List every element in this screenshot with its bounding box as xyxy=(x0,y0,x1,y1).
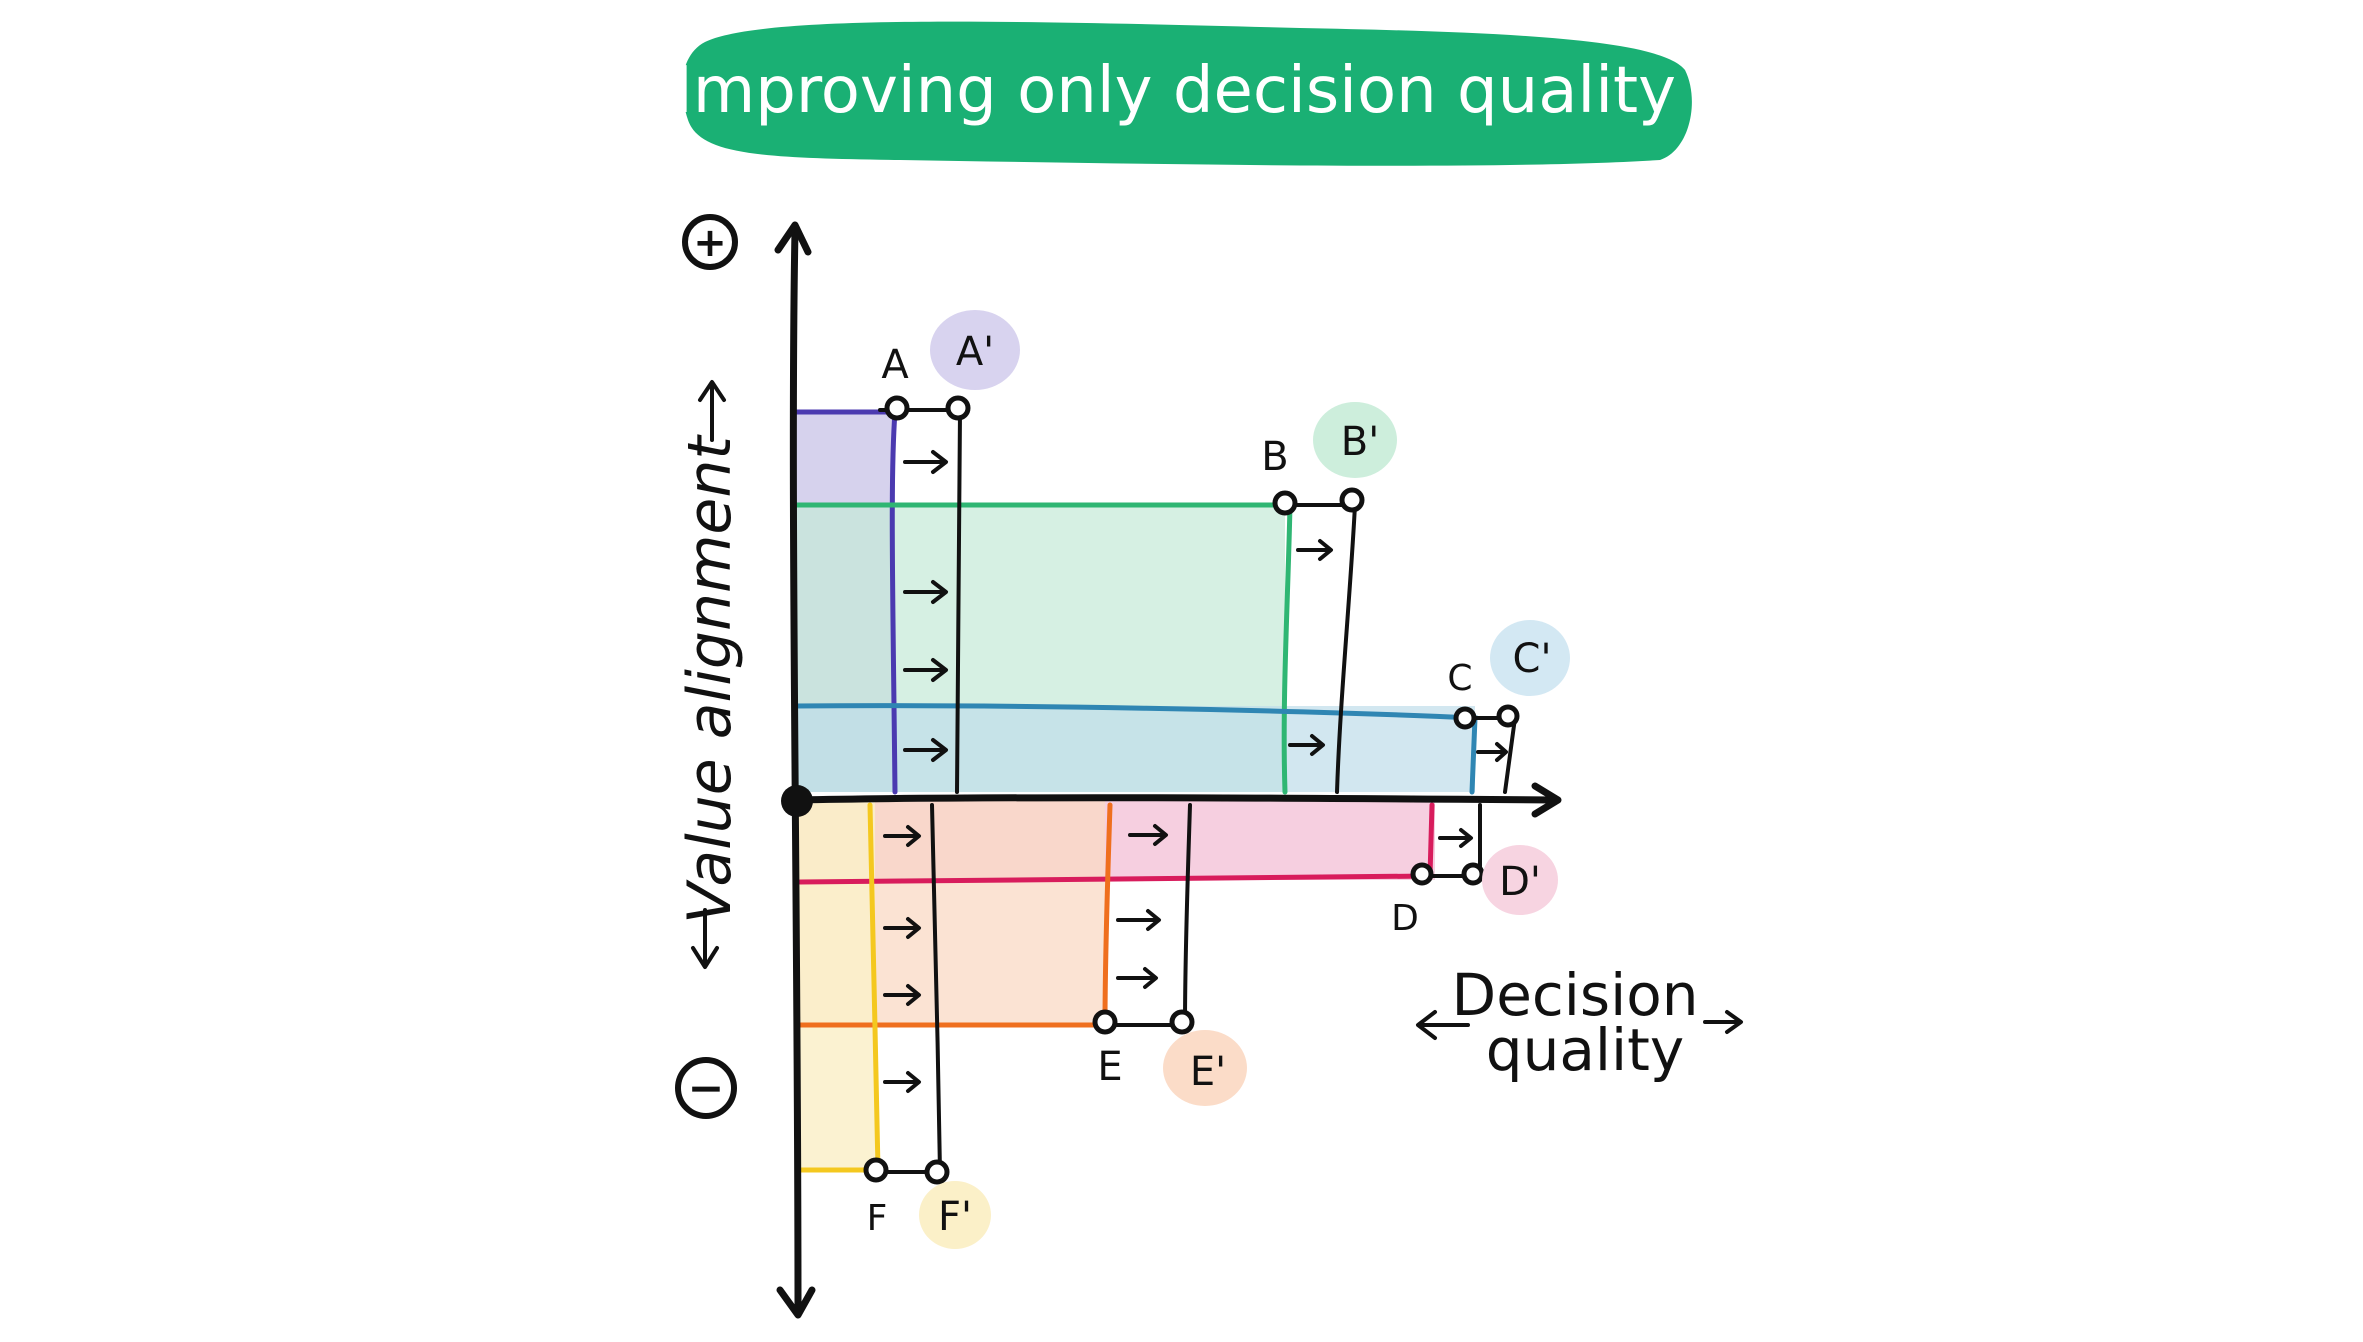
point-markers xyxy=(863,395,1520,1185)
line-b-prime xyxy=(1335,503,1357,794)
highlight-e-prime xyxy=(1163,1030,1247,1106)
line-c xyxy=(792,703,1478,795)
y-axis-arrow-bottom xyxy=(776,1286,816,1319)
point-b-prime xyxy=(1339,487,1365,513)
label-f-prime: F' xyxy=(938,1194,972,1240)
label-f: F xyxy=(867,1198,888,1239)
point-c xyxy=(1453,706,1477,730)
arrow-f-2 xyxy=(883,917,921,939)
point-d xyxy=(1410,862,1434,886)
y-label-arrow-down xyxy=(691,908,719,969)
x-label-arrow-left xyxy=(1416,1010,1470,1040)
label-b-prime: B' xyxy=(1341,419,1379,465)
arrow-a-1 xyxy=(903,450,948,474)
point-f-prime xyxy=(924,1159,950,1185)
arrow-f-1 xyxy=(883,825,921,847)
y-axis-label-group: Value alignment xyxy=(675,380,745,969)
axes xyxy=(774,221,1562,1319)
y-axis-label: Value alignment xyxy=(675,434,745,924)
arrow-f-3 xyxy=(883,984,921,1006)
highlight-f-prime xyxy=(919,1181,991,1249)
line-f xyxy=(797,802,881,1173)
arrow-a-4 xyxy=(903,738,948,762)
highlight-d-prime xyxy=(1482,845,1558,915)
arrow-e-3 xyxy=(1116,967,1158,989)
label-e: E xyxy=(1097,1044,1122,1090)
x-axis-label-group: Decision quality xyxy=(1416,961,1743,1084)
x-axis-label-line1: Decision xyxy=(1452,961,1699,1029)
line-f-prime xyxy=(930,803,942,1174)
point-f xyxy=(863,1157,889,1183)
arrow-e-2 xyxy=(1116,909,1161,931)
region-fills xyxy=(795,412,1475,1170)
prime-lines xyxy=(876,408,1517,1174)
x-label-arrow-right xyxy=(1703,1010,1743,1034)
label-c-prime: C' xyxy=(1513,636,1552,682)
highlight-c-prime xyxy=(1490,620,1570,696)
y-axis xyxy=(789,226,802,1314)
title-banner: Improving only decision quality xyxy=(674,21,1692,166)
x-axis-arrow xyxy=(1531,782,1562,818)
line-e-prime xyxy=(1183,803,1192,1027)
x-axis-label-line2: quality xyxy=(1486,1016,1684,1084)
label-c: C xyxy=(1447,658,1472,699)
y-axis-arrow-top xyxy=(774,221,812,256)
line-a-prime xyxy=(955,410,962,794)
point-c-prime xyxy=(1496,704,1520,728)
line-c-prime xyxy=(1503,716,1517,794)
x-axis xyxy=(791,794,1559,804)
minus-symbol: − xyxy=(688,1063,725,1114)
boundary-lines xyxy=(792,409,1478,1173)
origin-dot xyxy=(781,785,813,817)
highlight-b-prime xyxy=(1313,402,1397,478)
prime-highlights xyxy=(919,310,1570,1249)
title-background xyxy=(682,21,1692,166)
arrow-b-1 xyxy=(1296,539,1333,561)
line-a xyxy=(792,409,898,795)
line-b xyxy=(792,502,1293,795)
y-label-arrow-up xyxy=(698,380,726,442)
arrow-d-1 xyxy=(1438,828,1473,848)
point-a xyxy=(884,395,910,421)
label-e-prime: E' xyxy=(1190,1049,1226,1095)
title-text: Improving only decision quality xyxy=(674,54,1676,128)
label-b: B xyxy=(1261,434,1288,480)
arrow-a-3 xyxy=(903,658,948,682)
point-e xyxy=(1092,1009,1118,1035)
arrow-e-1 xyxy=(1128,824,1168,846)
arrow-b-2 xyxy=(1288,734,1325,756)
label-d: D xyxy=(1391,898,1419,939)
line-d xyxy=(797,802,1435,885)
label-d-prime: D' xyxy=(1499,859,1541,905)
label-a-prime: A' xyxy=(956,329,994,375)
point-labels: A A' B B' C C' D D' E E' F F' xyxy=(867,329,1552,1240)
arrow-c-1 xyxy=(1476,742,1508,762)
point-b xyxy=(1272,490,1298,516)
highlight-a-prime xyxy=(930,310,1020,390)
plus-marker: + xyxy=(682,214,738,270)
plus-symbol: + xyxy=(693,220,727,266)
minus-marker: − xyxy=(675,1057,737,1119)
label-a: A xyxy=(881,342,909,388)
point-a-prime xyxy=(945,395,971,421)
point-d-prime xyxy=(1461,862,1485,886)
arrow-f-4 xyxy=(883,1071,921,1093)
arrow-a-2 xyxy=(903,580,948,604)
improvement-arrows xyxy=(883,450,1508,1093)
point-e-prime xyxy=(1169,1009,1195,1035)
region-f-fill xyxy=(795,800,875,1170)
